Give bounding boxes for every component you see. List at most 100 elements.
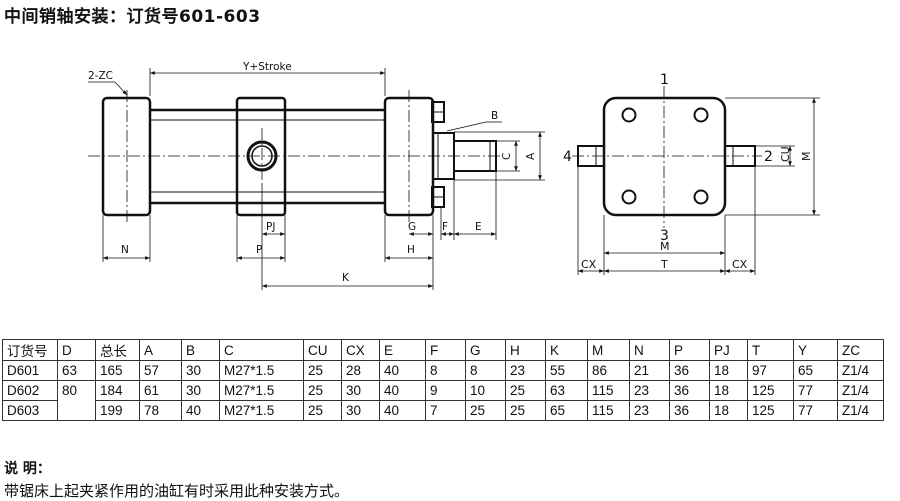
table-cell: 97 (747, 360, 794, 381)
label-view-2: 2 (764, 149, 773, 165)
table-cell: 61 (139, 380, 182, 401)
label-g: G (408, 221, 416, 233)
table-cell: 23 (629, 380, 670, 401)
table-cell: M27*1.5 (219, 360, 304, 381)
table-cell: 23 (505, 360, 546, 381)
table-row: D603 199 78 40 M27*1.5 25 30 40 7 25 25 … (2, 400, 884, 421)
label-f: F (442, 221, 448, 233)
table-header-cell: K (545, 339, 588, 361)
label-a: A (525, 152, 537, 160)
label-h: H (407, 244, 415, 256)
table-cell: 115 (587, 400, 630, 421)
table-header-cell: F (425, 339, 466, 361)
table-cell: 65 (793, 360, 838, 381)
table-header-cell: Y (793, 339, 838, 361)
table-cell: 28 (341, 360, 380, 381)
table-cell: 9 (425, 380, 466, 401)
table-header-cell: H (505, 339, 546, 361)
table-cell: 8 (425, 360, 466, 381)
table-cell: 115 (587, 380, 630, 401)
table-cell: 55 (545, 360, 588, 381)
table-header-cell: ZC (837, 339, 884, 361)
label-m-bottom: M (660, 240, 670, 253)
table-header-cell: C (219, 339, 304, 361)
table-cell: 40 (379, 380, 426, 401)
table-cell: Z1/4 (837, 380, 884, 401)
table-cell: 40 (181, 400, 220, 421)
table-cell: 165 (95, 360, 140, 381)
table-row: D602 80 184 61 30 M27*1.5 25 30 40 9 10 … (2, 380, 884, 401)
table-cell: 77 (793, 400, 838, 421)
table-cell: 36 (669, 380, 710, 401)
label-zc: 2-ZC (88, 70, 113, 82)
table-cell: Z1/4 (837, 400, 884, 421)
table-cell: 25 (303, 400, 342, 421)
table-cell: 23 (629, 400, 670, 421)
table-header-cell: G (465, 339, 506, 361)
label-cx-right: CX (732, 258, 748, 271)
table-cell: 57 (139, 360, 182, 381)
technical-drawing: 2-ZC Y+Stroke B C A N PJ P G F E H K (88, 61, 820, 290)
table-cell: 30 (181, 360, 220, 381)
table-cell: 18 (709, 400, 748, 421)
table-header-cell: CU (303, 339, 342, 361)
table-header-cell: P (669, 339, 710, 361)
table-cell: 25 (465, 400, 506, 421)
table-cell: Z1/4 (837, 360, 884, 381)
table-cell: 36 (669, 360, 710, 381)
label-b: B (491, 110, 498, 122)
notes-body: 带锯床上起夹紧作用的油缸有时采用此种安装方式。 (4, 482, 350, 500)
label-t: T (660, 258, 668, 271)
table-header-cell: PJ (709, 339, 748, 361)
table-cell: 63 (545, 380, 588, 401)
table-header-cell: 总长 (95, 339, 140, 361)
table-cell: 199 (95, 400, 140, 421)
table-cell: 80 (57, 380, 96, 401)
table-cell: 25 (505, 400, 546, 421)
table-cell: D603 (2, 400, 58, 421)
table-header-row: 订货号 D 总长 A B C CU CX E F G H K M N P PJ … (2, 339, 884, 361)
label-c: C (501, 153, 513, 160)
table-cell: 30 (181, 380, 220, 401)
label-view-1: 1 (660, 72, 669, 88)
table-cell: 25 (303, 360, 342, 381)
table-cell: 40 (379, 360, 426, 381)
table-header-cell: T (747, 339, 794, 361)
table-cell: 25 (303, 380, 342, 401)
table-cell: 78 (139, 400, 182, 421)
label-pj: PJ (266, 221, 275, 233)
cylinder-side-view (101, 96, 497, 217)
table-cell: 125 (747, 400, 794, 421)
table-cell: 30 (341, 380, 380, 401)
label-p: P (256, 244, 262, 256)
table-cell: 25 (505, 380, 546, 401)
table-cell: M27*1.5 (219, 400, 304, 421)
cylinder-end-view (577, 96, 756, 217)
table-header-cell: E (379, 339, 426, 361)
label-cu: CU (779, 146, 792, 162)
table-cell: 65 (545, 400, 588, 421)
table-cell: 125 (747, 380, 794, 401)
spec-table: 订货号 D 总长 A B C CU CX E F G H K M N P PJ … (2, 339, 884, 421)
notes-heading: 说 明： (4, 461, 51, 477)
table-cell: 30 (341, 400, 380, 421)
table-cell (57, 400, 96, 421)
table-cell: D601 (2, 360, 58, 381)
table-header-cell: N (629, 339, 670, 361)
table-cell: 86 (587, 360, 630, 381)
table-header-cell: 订货号 (2, 339, 58, 361)
table-cell: 77 (793, 380, 838, 401)
table-header-cell: B (181, 339, 220, 361)
table-cell: 21 (629, 360, 670, 381)
label-e: E (475, 221, 482, 233)
label-n: N (121, 244, 129, 256)
label-m-side: M (800, 152, 813, 162)
table-cell: 36 (669, 400, 710, 421)
label-k: K (342, 272, 350, 284)
table-cell: 18 (709, 380, 748, 401)
page-title: 中间销轴安装：订货号601-603 (4, 7, 261, 27)
table-cell: 10 (465, 380, 506, 401)
table-header-cell: CX (341, 339, 380, 361)
table-cell: 184 (95, 380, 140, 401)
label-stroke: Y+Stroke (242, 61, 292, 73)
